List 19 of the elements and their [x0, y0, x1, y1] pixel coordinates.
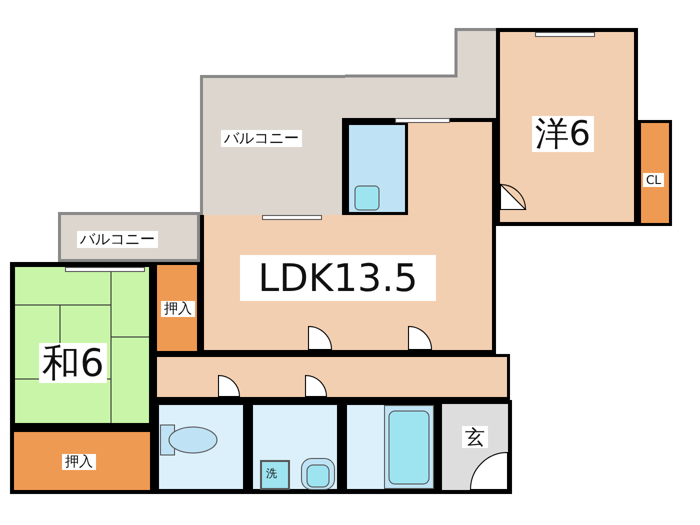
living-dining-kitchen	[200, 215, 496, 354]
closet	[638, 120, 672, 226]
room-label: 和6	[39, 343, 108, 383]
closet	[154, 262, 200, 354]
room-label: CL	[643, 173, 664, 187]
room-label: 洗	[266, 468, 277, 479]
room-label: 玄	[462, 426, 488, 448]
balcony-area	[58, 212, 200, 262]
western-room	[496, 28, 638, 226]
room-label: バルコニー	[77, 231, 158, 248]
room-label: LDK13.5	[240, 255, 436, 301]
room-label: バルコニー	[221, 130, 302, 147]
room-label: 押入	[62, 454, 96, 470]
room-label: 押入	[161, 301, 195, 317]
room-label: 洋6	[532, 116, 594, 152]
hallway	[154, 354, 510, 400]
balcony-area	[200, 75, 345, 215]
washing-machine-pad	[260, 460, 290, 490]
entrance	[438, 400, 512, 494]
